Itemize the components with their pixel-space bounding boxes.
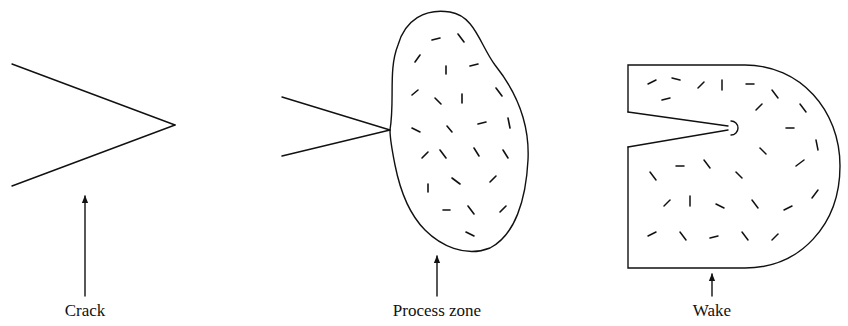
figure-label: Process zone xyxy=(393,302,481,321)
wake-figure xyxy=(628,65,840,268)
leader-arrow xyxy=(84,196,85,296)
crack-figure xyxy=(12,64,175,186)
leader-arrow xyxy=(436,256,437,296)
figure-label: Crack xyxy=(65,302,106,321)
leader-arrow xyxy=(711,274,712,296)
figure-label: Wake xyxy=(693,302,731,321)
process-zone-figure xyxy=(282,11,528,251)
